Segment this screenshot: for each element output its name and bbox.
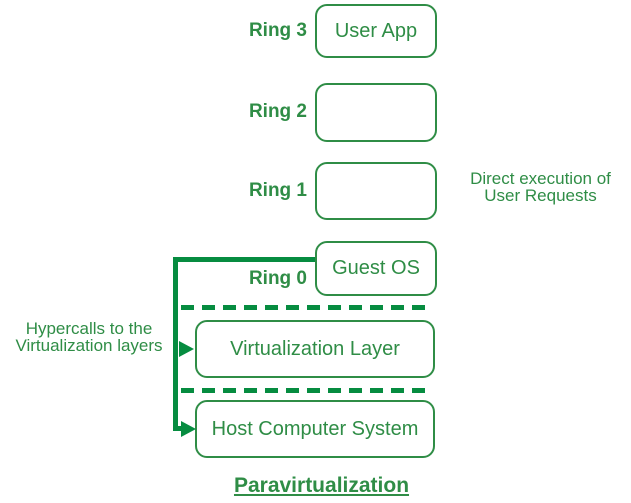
diagram-title: Paravirtualization <box>233 474 410 497</box>
guest-os-box: Guest OS <box>315 241 437 296</box>
hypercalls-note: Hypercalls to the Virtualization layers <box>0 320 178 354</box>
direct-execution-note-line2: User Requests <box>484 186 597 205</box>
ring-1-box <box>315 162 437 220</box>
hypercalls-note-line2: Virtualization layers <box>15 336 163 355</box>
host-computer-system-box: Host Computer System <box>195 400 435 458</box>
virtualization-layer-box: Virtualization Layer <box>195 320 435 378</box>
privilege-boundary-upper <box>181 305 428 310</box>
hypercall-vertical-line <box>173 257 178 431</box>
ring-0-label: Ring 0 <box>248 268 307 289</box>
ring-2-box <box>315 83 437 142</box>
privilege-boundary-lower <box>181 388 428 393</box>
ring-3-label: Ring 3 <box>248 20 307 41</box>
ring-2-label: Ring 2 <box>248 101 307 122</box>
hypercalls-note-line1: Hypercalls to the <box>25 319 153 338</box>
user-app-box: User App <box>315 4 437 58</box>
direct-execution-note-line1: Direct execution of <box>470 169 611 188</box>
ring-1-label: Ring 1 <box>248 180 307 201</box>
arrow-into-host-system-icon <box>181 421 196 437</box>
host-arrow-stem <box>173 426 182 431</box>
arrow-into-virtualization-layer-icon <box>179 341 194 357</box>
guest-os-connector-line <box>173 257 315 262</box>
direct-execution-note: Direct execution of User Requests <box>450 170 631 204</box>
